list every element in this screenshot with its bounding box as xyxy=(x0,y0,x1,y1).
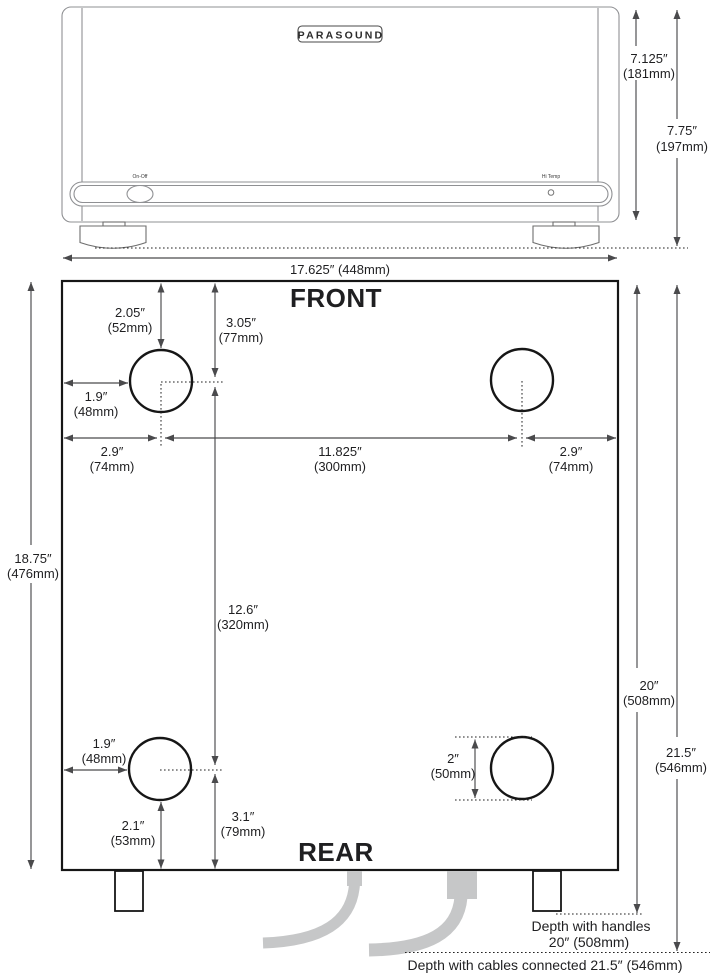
center-reference-lines xyxy=(160,381,532,801)
dim-panel-height-mm: (181mm) xyxy=(623,66,675,81)
foot-front-right xyxy=(489,347,555,413)
dim-feet-span-depth-mm: (320mm) xyxy=(217,617,269,632)
dim-chassis-width-label: 17.625″ (448mm) xyxy=(290,262,390,277)
dim-foot-left-edge-front-in: 1.9″ xyxy=(85,389,108,404)
dim-foot-bottom-offset-in: 2.1″ xyxy=(122,818,145,833)
dim-feet-span-depth-in: 12.6″ xyxy=(228,602,258,617)
cable-connector-small xyxy=(347,871,362,886)
hi-temp-label: Hi Temp xyxy=(542,174,560,180)
dim-depth-with-handles-mm: (508mm) xyxy=(623,693,675,708)
amp-chassis-outline xyxy=(61,6,620,223)
top-plan-view: FRONT REAR 2.05″ (52mm xyxy=(7,279,710,973)
dim-foot-top-offset-mm: (52mm) xyxy=(108,320,153,335)
dim-foot-center-right-in: 2.9″ xyxy=(560,444,583,459)
logo-badge xyxy=(297,25,383,43)
dim-total-height-in: 7.75″ xyxy=(667,123,697,138)
right-foot-tab xyxy=(552,221,576,227)
dim-foot-left-edge-rear-mm: (48mm) xyxy=(82,751,127,766)
dim-foot-center-top-offset: 3.05″ (77mm) xyxy=(211,283,264,377)
foot-rear-right xyxy=(489,735,555,801)
rear-handle-left xyxy=(114,870,144,912)
dim-depth-with-handles-in: 20″ xyxy=(639,678,658,693)
dim-foot-center-bottom-offset-in: 3.1″ xyxy=(232,809,255,824)
front-strip-inner xyxy=(73,184,609,204)
hi-temp-led xyxy=(547,189,555,196)
cable-connector-large xyxy=(447,871,477,899)
dim-foot-left-edge-rear: 1.9″ (48mm) xyxy=(64,736,127,774)
dim-foot-top-offset-in: 2.05″ xyxy=(115,305,145,320)
cable-small xyxy=(262,883,360,949)
dim-foot-center-bottom-offset: 3.1″ (79mm) xyxy=(211,774,266,869)
front-side-label: FRONT xyxy=(290,283,382,313)
cables-caption: Depth with cables connected 21.5″ (546mm… xyxy=(408,957,683,973)
logo-text: PARASOUND xyxy=(298,30,385,42)
dim-foot-center-top-offset-in: 3.05″ xyxy=(226,315,256,330)
on-off-label: On-Off xyxy=(133,174,149,180)
dim-feet-span-width-in: 11.825″ xyxy=(318,444,362,459)
handles-caption-line1: Depth with handles xyxy=(531,918,650,934)
dim-chassis-depth: 18.75″ (476mm) xyxy=(7,282,59,869)
dim-chassis-depth-mm: (476mm) xyxy=(7,566,59,581)
left-foot-tab xyxy=(102,221,126,227)
handles-caption-line2: 20″ (508mm) xyxy=(549,934,629,950)
dim-chassis-width: 17.625″ (448mm) xyxy=(63,254,617,277)
power-button xyxy=(126,184,154,204)
dim-depth-with-cables-mm: (546mm) xyxy=(655,760,707,775)
rear-handle-right xyxy=(532,870,562,912)
footer-captions: Depth with handles 20″ (508mm) Depth wit… xyxy=(405,913,710,973)
foot-front-left xyxy=(128,348,194,414)
dim-feet-span-width: 11.825″ (300mm) xyxy=(165,434,517,474)
dim-foot-bottom-offset: 2.1″ (53mm) xyxy=(111,802,165,869)
dim-total-height: 7.75″ (197mm) xyxy=(656,10,708,246)
front-elevation-view: PARASOUND On-Off Hi Temp 7.125″ (181mm) … xyxy=(61,6,708,277)
dim-foot-center-right: 2.9″ (74mm) xyxy=(526,434,616,474)
front-feet xyxy=(79,221,600,249)
dim-foot-center-left-mm: (74mm) xyxy=(90,459,135,474)
dim-depth-with-handles: 20″ (508mm) xyxy=(623,285,675,913)
dim-foot-bottom-offset-mm: (53mm) xyxy=(111,833,156,848)
right-foot xyxy=(532,225,600,249)
dim-foot-diameter-mm: (50mm) xyxy=(431,766,476,781)
dim-foot-top-offset: 2.05″ (52mm) xyxy=(108,283,165,348)
dim-foot-left-edge-front-mm: (48mm) xyxy=(74,404,119,419)
dim-depth-with-cables: 21.5″ (546mm) xyxy=(655,285,707,951)
dim-foot-center-left: 2.9″ (74mm) xyxy=(64,434,157,474)
rear-cables xyxy=(262,871,477,957)
dim-foot-diameter-in: 2″ xyxy=(447,751,459,766)
dim-foot-left-edge-front: 1.9″ (48mm) xyxy=(64,379,128,419)
dim-depth-with-cables-in: 21.5″ xyxy=(666,745,696,760)
foot-rear-left xyxy=(127,736,193,802)
rear-side-label: REAR xyxy=(298,837,374,867)
dim-chassis-depth-in: 18.75″ xyxy=(14,551,52,566)
dim-foot-diameter: 2″ (50mm) xyxy=(431,739,479,798)
dim-feet-span-width-mm: (300mm) xyxy=(314,459,366,474)
dim-total-height-mm: (197mm) xyxy=(656,139,708,154)
dim-foot-center-bottom-offset-mm: (79mm) xyxy=(221,824,266,839)
dim-foot-center-top-offset-mm: (77mm) xyxy=(219,330,264,345)
cable-large xyxy=(368,896,468,957)
left-foot xyxy=(79,225,147,249)
dim-foot-center-right-mm: (74mm) xyxy=(549,459,594,474)
dim-foot-center-left-in: 2.9″ xyxy=(101,444,124,459)
dim-feet-span-depth: 12.6″ (320mm) xyxy=(211,387,269,765)
dim-panel-height-in: 7.125″ xyxy=(630,51,668,66)
dim-foot-left-edge-rear-in: 1.9″ xyxy=(93,736,116,751)
dim-panel-height: 7.125″ (181mm) xyxy=(623,10,675,220)
